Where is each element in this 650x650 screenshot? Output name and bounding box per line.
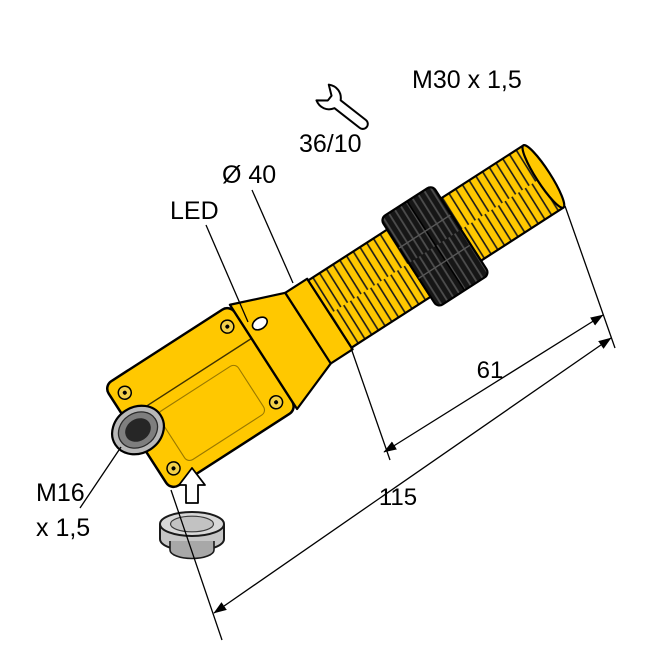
label-dim-115: 115 [379,484,417,511]
led-leader-line [205,224,249,323]
led-indicator [251,316,268,331]
extension-line-left-end [170,489,223,641]
label-cable-gland-size: M16 [36,479,85,507]
label-wrench-size: 36/10 [299,130,362,158]
dimension-line-115 [213,337,612,614]
label-led: LED [170,197,219,225]
label-cable-gland-pitch: x 1,5 [36,514,90,542]
dimension-lines [170,205,616,641]
label-dim-61: 61 [477,357,504,384]
extension-line-right-end [564,205,616,349]
insert-arrow-icon [178,467,206,504]
m16-port-hole [111,404,165,456]
label-connector-thread: M30 x 1,5 [412,66,522,94]
wrench-icon [315,83,369,130]
label-barrel-diameter: Ø 40 [222,161,276,189]
m16-leader-line [79,446,122,509]
diameter-leader-line [251,189,294,284]
blanking-plug [159,511,225,560]
leader-lines [79,189,294,509]
connector-thread-m30 [439,144,566,262]
